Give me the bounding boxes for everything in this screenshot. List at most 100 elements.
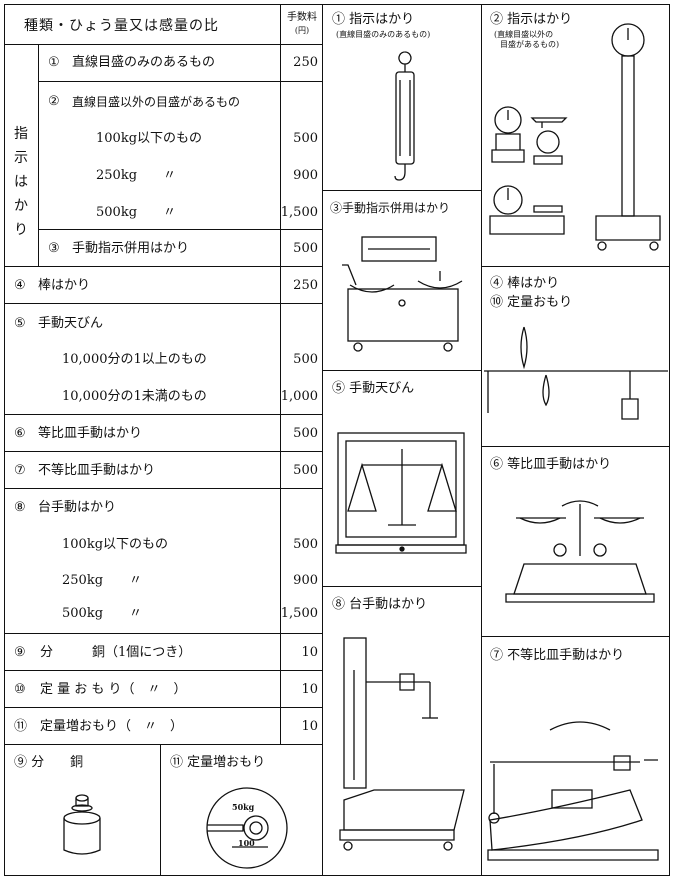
divider [38, 229, 322, 230]
divider [4, 414, 322, 415]
row-num: ⑥ [14, 426, 26, 441]
row-label: 500kg 〃 [96, 205, 177, 220]
caption-p8: ⑧ 台手動はかり [332, 597, 428, 612]
row-num: ⑩ [14, 682, 26, 697]
row-fee: 1,500 [280, 606, 318, 621]
divider [322, 370, 481, 371]
caption-p9: ⑨ 分 銅 [14, 755, 84, 770]
row-label: 250kg 〃 [96, 168, 177, 183]
caption-p6: ⑥ 等比皿手動はかり [490, 457, 612, 472]
caption-p7: ⑦ 不等比皿手動はかり [490, 648, 625, 663]
row-fee: 10 [301, 645, 318, 660]
row-label: 棒はかり [38, 278, 91, 293]
caption-p10: ⑩ 定量おもり [490, 295, 573, 310]
row-num: ① [48, 55, 60, 70]
caption-p2: ② 指示はかり [490, 12, 573, 27]
row-fee: 900 [293, 168, 318, 183]
shiji-group-text: 指示はかり [14, 126, 28, 238]
row-label: 直線目盛のみのあるもの [72, 55, 216, 70]
row-label: 手動天びん [38, 316, 104, 331]
row-label: 100kg以下のもの [62, 537, 169, 552]
steelyard-drawing [484, 326, 668, 420]
combined-scale-drawing [342, 236, 463, 352]
row-fee: 500 [293, 537, 318, 552]
row-num: ⑦ [14, 463, 26, 478]
row-label: 10,000分の1以上のもの [62, 352, 207, 367]
row-num: ④ [14, 278, 26, 293]
row-label: 100kg以下のもの [96, 131, 203, 146]
divider [322, 586, 481, 587]
divider [322, 4, 323, 876]
divider [160, 744, 161, 876]
caption-p2-sub1: (直線目盛以外の [494, 30, 554, 39]
header-fee: 手数料 [287, 12, 317, 23]
caption-p11: ⑪ 定量増おもり [170, 755, 266, 770]
row-fee: 500 [293, 131, 318, 146]
row-fee: 250 [293, 278, 318, 293]
divider [4, 670, 322, 671]
caption-p2-sub2: 目盛があるもの) [500, 40, 560, 49]
divider [4, 451, 322, 452]
divider [4, 744, 322, 745]
header-fee-unit: (円) [294, 26, 310, 35]
divider [4, 707, 322, 708]
row-fee: 500 [293, 426, 318, 441]
divider [4, 488, 322, 489]
row-num: ⑧ [14, 500, 26, 515]
divider [280, 4, 281, 744]
header-category: 種類・ひょう量又は感量の比 [24, 18, 219, 34]
row-fee: 250 [293, 55, 318, 70]
slotted-weight-label1: 50kg [232, 802, 255, 812]
row-label: 500kg 〃 [62, 606, 143, 621]
slotted-weight-drawing [206, 787, 288, 869]
spring-balance-drawing [394, 51, 415, 181]
row-label: 直線目盛以外の目盛があるもの [72, 95, 241, 109]
divider [481, 266, 670, 267]
equal-arm-scale-drawing [505, 500, 655, 603]
row-fee: 1,500 [280, 205, 318, 220]
row-fee: 500 [293, 463, 318, 478]
row-num: ⑪ [14, 719, 28, 734]
row-fee: 500 [293, 241, 318, 256]
divider [4, 633, 322, 634]
row-label: 手動指示併用はかり [72, 241, 190, 256]
row-label: 定量増おもり（ 〃 ） [40, 719, 184, 734]
document-frame [4, 4, 670, 876]
divider [4, 303, 322, 304]
platform-scale-drawing [339, 637, 465, 851]
caption-p4: ④ 棒はかり [490, 276, 560, 291]
row-fee: 500 [293, 352, 318, 367]
row-fee: 900 [293, 573, 318, 588]
row-num: ⑤ [14, 316, 26, 331]
shiji-group-label: 指示はかり [13, 74, 31, 266]
dial-scale-drawing [489, 23, 661, 251]
unequal-arm-scale-drawing [487, 721, 659, 861]
row-num: ⑨ [14, 645, 26, 660]
row-label: 250kg 〃 [62, 573, 143, 588]
divider [322, 190, 481, 191]
divider [481, 636, 670, 637]
row-label: 不等比皿手動はかり [38, 463, 156, 478]
row-num: ③ [48, 241, 60, 256]
row-fee: 10 [301, 719, 318, 734]
row-label: 分 銅（1個につき） [40, 645, 192, 660]
standard-weight-drawing [63, 794, 101, 855]
row-num: ② [48, 94, 60, 109]
caption-p1: ① 指示はかり [332, 12, 415, 27]
caption-p5: ⑤ 手動天びん [332, 381, 415, 396]
divider [38, 81, 322, 82]
divider [4, 44, 322, 45]
caption-p3: ③手動指示併用はかり [330, 201, 451, 215]
divider [481, 446, 670, 447]
row-label: 台手動はかり [38, 500, 117, 515]
divider [38, 44, 39, 266]
analytical-balance-drawing [335, 432, 467, 554]
row-label: 10,000分の1未満のもの [62, 389, 207, 404]
caption-p1-sub: (直線目盛のみのあるもの) [336, 30, 431, 39]
divider [481, 4, 482, 876]
divider [4, 266, 322, 267]
row-label: 等比皿手動はかり [38, 426, 143, 441]
slotted-weight-label2: 100 [238, 838, 255, 848]
row-label: 定 量 お も り（ 〃 ） [40, 682, 187, 697]
row-fee: 1,000 [280, 389, 318, 404]
